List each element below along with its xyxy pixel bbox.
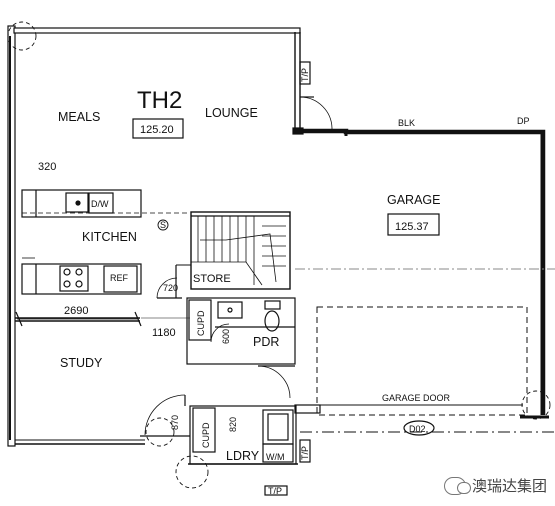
corner-marker-ml: [145, 417, 175, 447]
dim-2690: 2690: [64, 305, 88, 317]
tag-blk: BLK: [398, 118, 415, 128]
room-pdr: PDR: [253, 335, 279, 349]
pdr-basin: [217, 301, 243, 319]
th2-area-box: [132, 118, 184, 139]
dim-1180: 1180: [152, 327, 176, 339]
garage-door-outline: [316, 306, 528, 416]
tag-dp: DP: [517, 116, 530, 126]
room-study: STUDY: [60, 356, 103, 370]
wm-label: W/M: [266, 452, 285, 462]
watermark: 澳瑞达集团: [443, 475, 547, 496]
tag-tp2: T/P: [300, 446, 310, 460]
dim-720: 720: [163, 283, 178, 293]
garage-wall: [294, 128, 546, 415]
dim-870: 870: [170, 415, 180, 430]
garage-area: 125.37: [395, 221, 429, 233]
left-wall: [7, 25, 16, 447]
garage-door-label: GARAGE DOOR: [382, 393, 451, 403]
washing-machine: [262, 443, 294, 463]
tag-tp3: T/P: [268, 486, 282, 496]
garage-area-box: [387, 213, 440, 236]
s-symbol: S: [160, 220, 166, 230]
room-meals: MEALS: [58, 110, 100, 124]
fridge: [103, 265, 138, 293]
room-store: STORE: [193, 273, 231, 285]
cupd-ldry: CUPD: [201, 422, 211, 448]
kitchen-bench-top: [21, 189, 142, 218]
corner-marker-tl: [7, 21, 37, 51]
pdr-room: [186, 297, 296, 365]
d02-label: D02: [409, 424, 426, 434]
kitchen-bench-bottom: [21, 263, 142, 295]
room-garage: GARAGE: [387, 193, 441, 207]
ref-label: REF: [110, 273, 129, 283]
dim-320: 320: [38, 161, 56, 173]
cupd-pdr: CUPD: [196, 310, 206, 336]
chat-bubble-icon: [443, 476, 471, 495]
stair: [190, 211, 291, 290]
sink: [65, 192, 89, 213]
cooktop: [59, 265, 89, 292]
unit-title: TH2: [137, 87, 182, 114]
top-wall: [13, 27, 301, 34]
room-lounge: LOUNGE: [205, 106, 258, 120]
room-kitchen: KITCHEN: [82, 230, 137, 244]
room-ldry: LDRY: [226, 449, 260, 463]
dw-label: D/W: [91, 199, 109, 209]
corner-marker-bl: [175, 455, 209, 489]
watermark-text: 澳瑞达集团: [471, 477, 547, 495]
dim-820: 820: [228, 417, 238, 432]
corner-marker-br: [521, 390, 551, 420]
d02-marker: [403, 420, 435, 436]
dishwasher: [88, 192, 114, 214]
tag-tp1: T/P: [300, 68, 310, 82]
th2-area: 125.20: [140, 124, 174, 136]
toilet: [264, 310, 280, 332]
dim-600: 600: [221, 329, 231, 344]
